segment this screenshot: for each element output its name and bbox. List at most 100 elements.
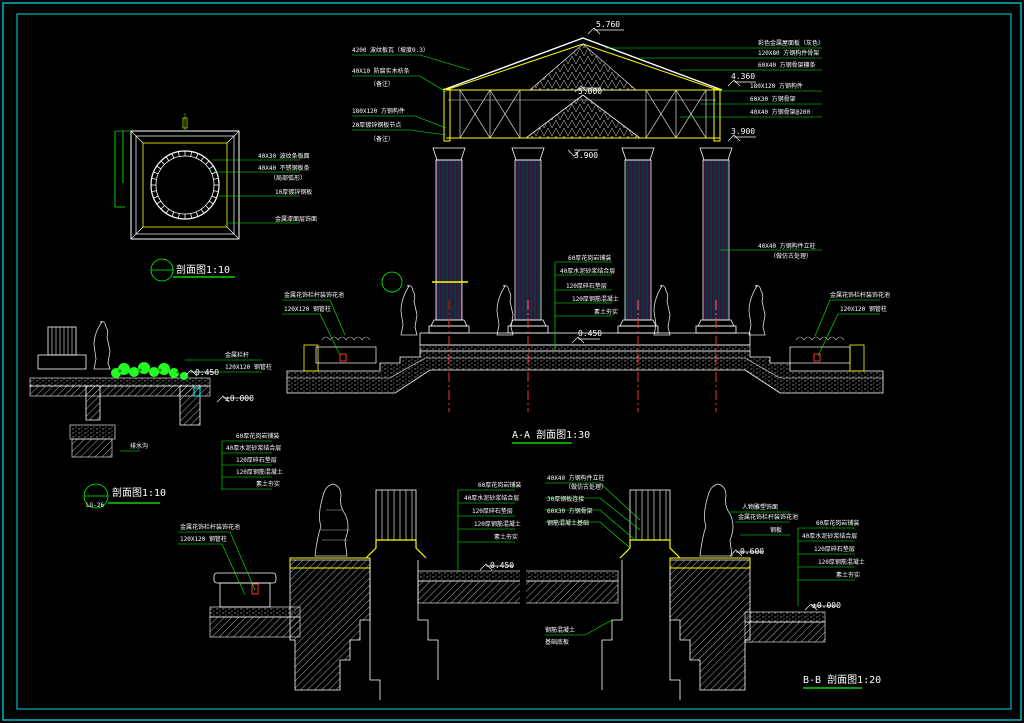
flute-tick xyxy=(213,190,219,193)
bb-foundation-label-2: 基础底板 xyxy=(545,638,569,646)
roof-label-right-1: 彩色金属屋面板（灰色） xyxy=(758,39,824,47)
center-leaders-aa xyxy=(554,261,612,350)
flute-tick xyxy=(195,153,199,159)
flute-tick xyxy=(151,177,157,180)
flute-tick xyxy=(195,211,199,217)
pavilion-column xyxy=(428,147,470,334)
bb-mid-layer-2: 40厚水泥砂浆结合层 xyxy=(464,494,519,502)
flute-tick xyxy=(160,205,165,210)
detail-note: 排水沟 xyxy=(130,442,148,450)
detail-elev-marks xyxy=(184,369,252,403)
bb-right-layer-5: 素土夯实 xyxy=(836,571,860,579)
pavilion-column xyxy=(695,147,737,334)
bb-elev-mid: 0.450 xyxy=(490,561,514,570)
detail-layer-5: 素土夯实 xyxy=(256,480,280,488)
plan-label-4: 10厚镀锌钢板 xyxy=(275,188,312,196)
elev-platform: 0.450 xyxy=(578,329,602,338)
flute-tick xyxy=(177,213,180,219)
bb-mid-layer-1: 60厚花岗岩铺装 xyxy=(478,481,521,489)
flute-tick xyxy=(190,151,193,157)
elev-beam-left: 3.900 xyxy=(574,151,598,160)
elev-beam-right: 3.900 xyxy=(731,127,755,136)
flute-tick xyxy=(205,205,210,210)
section-bb-title: B-B 剖面图1:20 xyxy=(803,673,881,686)
roof-label-right-6: 40X40 方钢骨架@200 xyxy=(750,108,811,116)
roof-label-left-6: （备注） xyxy=(370,135,394,143)
centerlines-aa xyxy=(448,300,717,412)
bb-mid-layer-5: 素土夯实 xyxy=(494,533,518,541)
column-label-1: 40X40 方钢构件立柱 xyxy=(758,242,816,250)
detail-label-top-2: 120X120 钢管柱 xyxy=(225,363,272,371)
section-aa-title: A-A 剖面图1:30 xyxy=(512,428,590,441)
plan-column-section xyxy=(114,113,240,240)
detail-elev-mid: 0.450 xyxy=(195,368,219,377)
bb-right-layer-2: 40厚水泥砂浆结合层 xyxy=(802,532,857,540)
roof-label-left-5: 20厚镀锌钢板节点 xyxy=(352,121,401,129)
roof-leaders-right xyxy=(605,47,822,251)
elev-top: 5.760 xyxy=(596,20,620,29)
flute-tick xyxy=(156,165,162,170)
roof-label-right-3: 60X40 方钢骨架檩条 xyxy=(758,61,816,69)
roof-label-right-5: 60X30 方钢骨架 xyxy=(750,95,796,103)
detail-layer-3: 120厚碎石垫层 xyxy=(236,456,277,464)
bb-mid-layer-4: 120厚钢筋混凝土 xyxy=(474,520,521,528)
flute-tick xyxy=(213,177,219,180)
roof-label-left-3: （备注） xyxy=(370,80,394,88)
plan-label-3: （局部弧形） xyxy=(270,174,306,182)
platform-aa xyxy=(286,332,884,394)
detail-section-title: 剖面图1:10 xyxy=(112,486,166,499)
elevation-marks-aa xyxy=(567,27,756,344)
roof-leaders-left xyxy=(352,54,471,136)
roof-label-left-1: 4200 波纹板瓦（坡度0.3） xyxy=(352,46,429,54)
flute-tick xyxy=(151,190,157,193)
pavilion-column xyxy=(507,147,549,334)
flute-tick xyxy=(153,171,159,175)
side-label-left-1: 金属花饰栏杆装饰花池 xyxy=(284,291,344,299)
flute-tick xyxy=(190,213,193,219)
elev-eave: 4.360 xyxy=(731,72,755,81)
section-bb xyxy=(209,483,826,700)
pavilion-roof xyxy=(442,37,723,142)
center-label-1: 60厚花岗岩铺装 xyxy=(568,254,611,262)
plan-leaders xyxy=(212,159,300,224)
side-label-left-2: 120X120 钢管柱 xyxy=(284,305,331,313)
pavilion-column xyxy=(617,147,659,334)
detail-callout-circle xyxy=(381,271,403,293)
flute-tick xyxy=(165,156,170,162)
column-label-2: （做仿古处理） xyxy=(770,252,812,260)
flute-tick xyxy=(156,200,162,205)
roof-label-right-4: 180X120 方钢构件 xyxy=(750,82,803,90)
roof-label-left-4: 180X120 方钢构件 xyxy=(352,107,405,115)
flute-tick xyxy=(160,160,165,165)
bb-leaders xyxy=(178,482,855,636)
plan-section-mark xyxy=(150,258,235,282)
detail-mark-id: LG-26 xyxy=(86,502,104,509)
detail-label-top-1: 金属栏杆 xyxy=(225,351,249,359)
center-label-5: 素土夯实 xyxy=(594,308,618,316)
flute-tick xyxy=(200,156,205,162)
detail-layer-2: 40厚水泥砂浆结合层 xyxy=(226,444,281,452)
bb-right-layer-4: 120厚钢筋混凝土 xyxy=(818,558,865,566)
elev-inner: 5.000 xyxy=(578,87,602,96)
detail-section xyxy=(29,321,211,458)
pavilion-columns xyxy=(428,147,737,334)
plan-label-2: 40X40 不锈钢板条 xyxy=(258,164,310,172)
flute-tick xyxy=(200,208,205,214)
flute-tick xyxy=(211,195,217,199)
flute-tick xyxy=(165,208,170,214)
bb-left-label-1: 金属花饰栏杆装饰花池 xyxy=(180,523,240,531)
flute-tick xyxy=(177,151,180,157)
side-leaders-aa xyxy=(282,299,880,357)
side-label-right-2: 120X120 钢管柱 xyxy=(840,305,887,313)
flute-tick xyxy=(153,195,159,199)
detail-layer-1: 60厚花岗岩铺装 xyxy=(236,432,279,440)
plan-label-1: 40X30 波纹条板面 xyxy=(258,152,310,160)
center-label-2: 40厚水泥砂浆结合层 xyxy=(560,267,615,275)
bb-right-layer-3: 120厚碎石垫层 xyxy=(814,545,855,553)
detail-section-mark xyxy=(83,483,160,509)
flute-tick xyxy=(211,171,217,175)
center-label-3: 120厚碎石垫层 xyxy=(566,282,607,290)
bb-right-layer-1: 60厚花岗岩铺装 xyxy=(816,519,859,527)
detail-layer-4: 120厚钢筋混凝土 xyxy=(236,468,283,476)
